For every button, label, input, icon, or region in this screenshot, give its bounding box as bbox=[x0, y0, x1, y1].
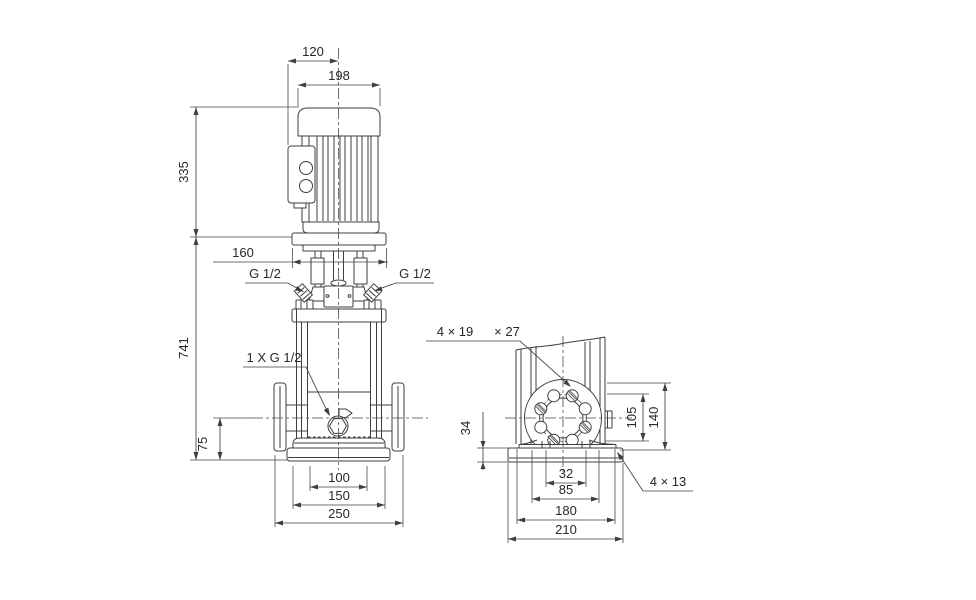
dim-32-label: 32 bbox=[559, 466, 573, 481]
motor-stool bbox=[291, 232, 387, 287]
front-view: 120 198 335 741 160 G 1/2 bbox=[176, 44, 434, 527]
pump-base-side bbox=[507, 439, 624, 463]
label-flange-holes: 4 × 19 × 27 bbox=[426, 324, 571, 387]
dim-335-label: 335 bbox=[176, 161, 191, 183]
dim-32: 32 bbox=[545, 450, 587, 487]
dim-105: 105 bbox=[605, 393, 649, 442]
flange-holes-label-2: × 27 bbox=[494, 324, 520, 339]
label-g12-right: G 1/2 bbox=[374, 266, 434, 291]
label-g12-left: G 1/2 bbox=[245, 266, 304, 292]
dim-105-label: 105 bbox=[624, 407, 639, 429]
break-line bbox=[515, 336, 606, 351]
coupling-area bbox=[293, 283, 383, 310]
dim-85: 85 bbox=[531, 450, 600, 503]
slotted-hole bbox=[534, 402, 548, 416]
g12-left-label: G 1/2 bbox=[249, 266, 281, 281]
bolt-hole bbox=[578, 402, 592, 416]
dim-85-label: 85 bbox=[559, 482, 573, 497]
motor bbox=[287, 107, 381, 234]
dim-210-label: 210 bbox=[555, 522, 577, 537]
suction-port-flange bbox=[273, 382, 307, 452]
drain-plug bbox=[327, 408, 353, 437]
slotted-hole bbox=[547, 433, 561, 447]
pump-head-flange bbox=[291, 308, 387, 323]
motor-end-shield bbox=[302, 221, 380, 234]
dim-250-label: 250 bbox=[328, 506, 350, 521]
dim-140: 140 bbox=[607, 382, 671, 451]
label-base-holes: 4 × 13 bbox=[617, 452, 693, 492]
cable-entry-hole bbox=[299, 179, 313, 193]
dim-198: 198 bbox=[297, 68, 381, 106]
drain-spout bbox=[338, 408, 353, 418]
dim-120-label: 120 bbox=[302, 44, 324, 59]
nameplate-tab bbox=[604, 410, 613, 429]
fan-cover bbox=[297, 107, 381, 137]
discharge-port-flange bbox=[371, 382, 405, 452]
dim-180-label: 180 bbox=[555, 503, 577, 518]
dim-140-label: 140 bbox=[646, 407, 661, 429]
dim-34: 34 bbox=[458, 412, 511, 470]
flange-holes-label: 4 × 19 bbox=[437, 324, 474, 339]
dim-120: 120 bbox=[287, 44, 338, 145]
drain-label: 1 X G 1/2 bbox=[247, 350, 302, 365]
label-drain: 1 X G 1/2 bbox=[243, 350, 330, 416]
pump-column bbox=[296, 322, 382, 438]
slotted-hole bbox=[578, 420, 592, 434]
cable-entry-hole bbox=[299, 161, 313, 175]
dim-150: 150 bbox=[292, 466, 386, 509]
dim-160-label: 160 bbox=[232, 245, 254, 260]
motor-fins bbox=[316, 136, 369, 221]
slotted-hole bbox=[565, 389, 579, 403]
side-view: 4 × 19 × 27 105 140 34 bbox=[426, 324, 693, 543]
dim-335-741: 335 741 bbox=[176, 106, 299, 461]
base-holes-label: 4 × 13 bbox=[650, 474, 687, 489]
bolt-hole bbox=[547, 389, 561, 403]
dim-180: 180 bbox=[516, 449, 616, 524]
dim-34-label: 34 bbox=[458, 421, 473, 435]
dim-150-label: 150 bbox=[328, 488, 350, 503]
g12-right-label: G 1/2 bbox=[399, 266, 431, 281]
dim-100-label: 100 bbox=[328, 470, 350, 485]
dim-100: 100 bbox=[309, 466, 368, 491]
dim-75: 75 bbox=[195, 417, 252, 460]
bolt-hole bbox=[534, 420, 548, 434]
terminal-box bbox=[287, 145, 316, 209]
dim-210: 210 bbox=[507, 463, 624, 543]
dim-741-label: 741 bbox=[176, 337, 191, 359]
dim-250: 250 bbox=[274, 455, 404, 527]
dim-75-label: 75 bbox=[195, 437, 210, 451]
feet-lines bbox=[541, 441, 591, 448]
dim-198-label: 198 bbox=[328, 68, 350, 83]
dim-160: 160 bbox=[213, 245, 388, 268]
